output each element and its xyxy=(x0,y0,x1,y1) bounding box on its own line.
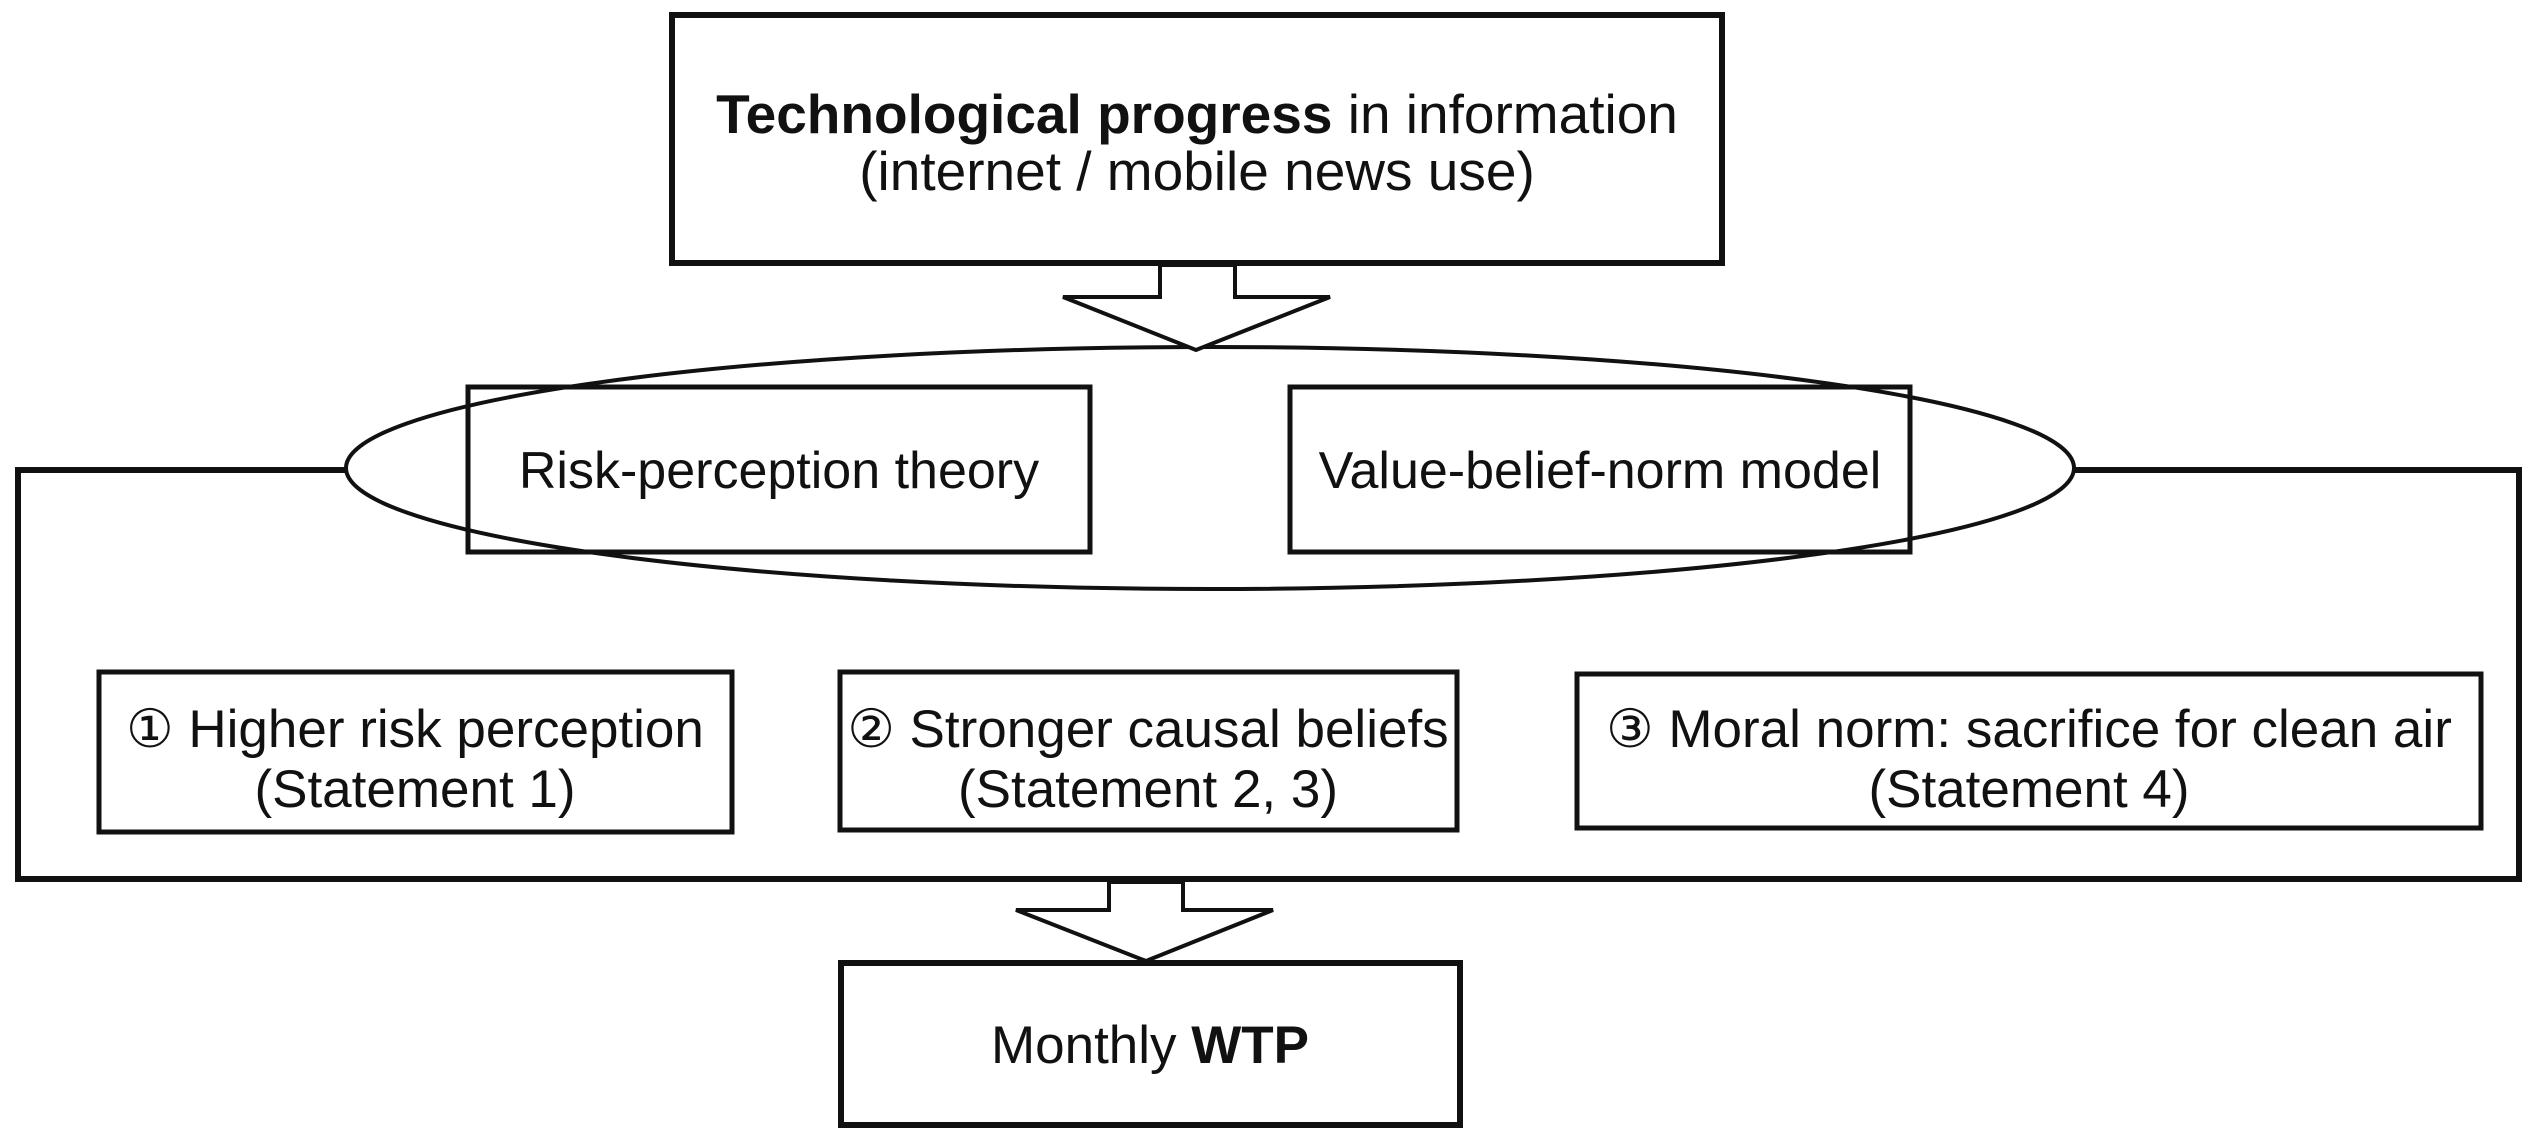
theory-box-right xyxy=(1287,384,1913,555)
outcome-box xyxy=(838,960,1463,1128)
down-arrow-icon-top xyxy=(1062,263,1331,353)
outcome-label-bold: WTP xyxy=(1191,1016,1309,1075)
mediator-1-line2: (Statement 1) xyxy=(254,760,575,819)
mediator-box-1 xyxy=(96,669,735,835)
mediator-3-line1: ③ Moral norm: sacrifice for clean air xyxy=(1606,700,2452,759)
theories-ellipse xyxy=(344,345,2076,591)
top-box-title-bold: Technological progress xyxy=(716,83,1332,145)
mediator-box-3 xyxy=(1574,671,2484,831)
top-box-title: Technological progress in information xyxy=(716,83,1678,145)
theory-box-left xyxy=(465,384,1093,555)
theory-right-label: Value-belief-norm model xyxy=(1319,442,1882,500)
outcome-label: Monthly WTP xyxy=(991,1016,1309,1075)
top-box-title-rest: in information xyxy=(1332,83,1677,145)
mediator-2-line2: (Statement 2, 3) xyxy=(958,760,1338,819)
theory-left-label: Risk-perception theory xyxy=(519,442,1039,500)
top-box-subtitle: (internet / mobile news use) xyxy=(859,140,1535,202)
mediator-1-line1: ① Higher risk perception xyxy=(126,700,704,759)
mediator-box-2 xyxy=(837,669,1460,833)
mediator-3-line2: (Statement 4) xyxy=(1868,760,2189,819)
mediator-2-line1: ② Stronger causal beliefs xyxy=(847,700,1448,759)
down-arrow-icon-bottom xyxy=(1015,880,1274,964)
outcome-label-regular: Monthly xyxy=(991,1016,1191,1075)
top-box xyxy=(669,12,1725,266)
